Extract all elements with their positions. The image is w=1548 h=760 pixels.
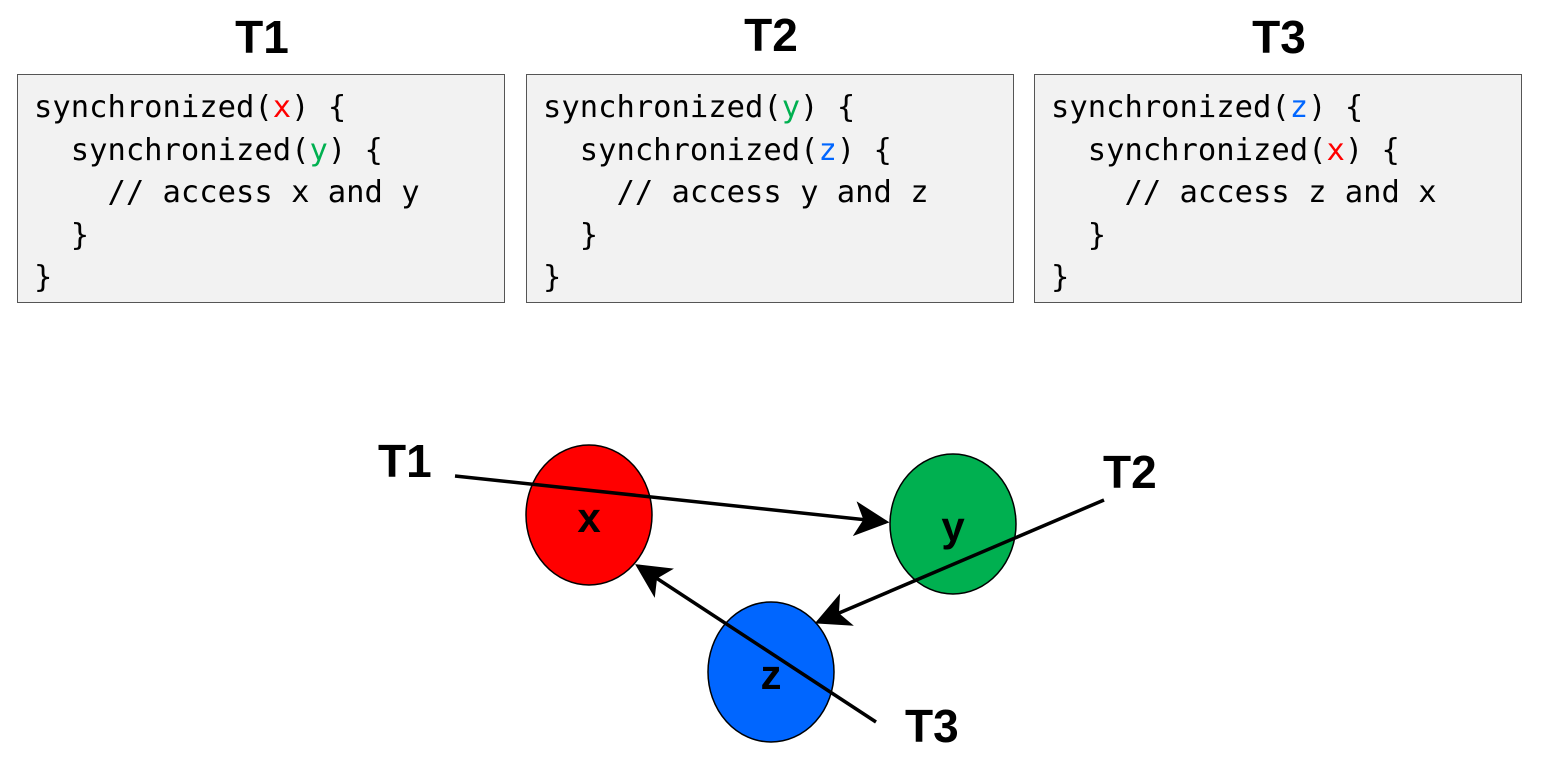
code-text: ) { — [1308, 90, 1364, 125]
edge-t3-z-to-x — [635, 564, 877, 724]
edge-t1-x-to-y — [454, 474, 890, 537]
code-text: ) { — [800, 90, 856, 125]
code-line: // access x and y — [34, 172, 504, 215]
code-text: synchronized( — [34, 90, 273, 125]
code-line: synchronized(z) { — [543, 130, 1013, 173]
code-line: synchronized(y) { — [543, 87, 1013, 130]
code-line: synchronized(y) { — [34, 130, 504, 173]
code-text: synchronized( — [579, 132, 819, 168]
code-text: synchronized( — [70, 132, 310, 168]
edge-t2-y-to-z — [814, 498, 1105, 626]
code-line: } — [34, 215, 504, 258]
thread-title-t2: T2 — [744, 9, 798, 61]
lock-variable: y — [781, 90, 801, 125]
code-line: synchronized(x) { — [1051, 130, 1521, 173]
code-text: synchronized( — [1087, 132, 1327, 168]
code-text: } — [579, 217, 599, 253]
lock-variable: x — [272, 90, 292, 125]
code-line: // access z and x — [1051, 172, 1521, 215]
code-text: ) { — [291, 90, 347, 125]
code-block-t2: synchronized(y) { synchronized(z) { // a… — [526, 74, 1014, 303]
lock-node-z-label: z — [761, 651, 782, 698]
code-text: ) { — [1344, 132, 1400, 168]
code-line: } — [543, 257, 1013, 300]
code-line: } — [34, 257, 504, 300]
code-text: synchronized( — [543, 90, 782, 125]
code-block-t1: synchronized(x) { synchronized(y) { // a… — [17, 74, 505, 303]
lock-node-y-label: y — [941, 503, 965, 550]
lock-variable: z — [1289, 90, 1309, 125]
code-text: } — [1051, 260, 1070, 295]
graph-label-t1: T1 — [378, 435, 432, 487]
code-text: } — [1087, 217, 1107, 253]
code-text: // access x and y — [107, 175, 420, 210]
code-text: synchronized( — [1051, 90, 1290, 125]
code-text: } — [70, 217, 90, 253]
lock-node-y: y — [889, 453, 1017, 595]
code-text: ) { — [327, 132, 383, 168]
lock-node-x-label: x — [577, 494, 601, 541]
lock-node-x: x — [525, 444, 653, 586]
lock-variable: z — [818, 132, 837, 168]
thread-title-t1: T1 — [235, 11, 289, 63]
code-line: } — [1051, 215, 1521, 258]
code-line: } — [1051, 257, 1521, 300]
code-line: synchronized(x) { — [34, 87, 504, 130]
graph-label-t3: T3 — [905, 700, 959, 752]
code-text: // access z and x — [1124, 175, 1437, 210]
lock-node-z: z — [707, 601, 835, 743]
code-line: } — [543, 215, 1013, 258]
code-line: synchronized(z) { — [1051, 87, 1521, 130]
code-text: // access y and z — [616, 175, 929, 210]
code-text: ) { — [836, 132, 892, 168]
code-line: // access y and z — [543, 172, 1013, 215]
code-text: } — [34, 260, 53, 295]
code-text: } — [543, 260, 562, 295]
thread-title-t3: T3 — [1252, 11, 1306, 63]
lock-variable: y — [309, 132, 328, 168]
lock-variable: x — [1326, 132, 1345, 168]
code-block-t3: synchronized(z) { synchronized(x) { // a… — [1034, 74, 1522, 303]
graph-label-t2: T2 — [1103, 446, 1157, 498]
